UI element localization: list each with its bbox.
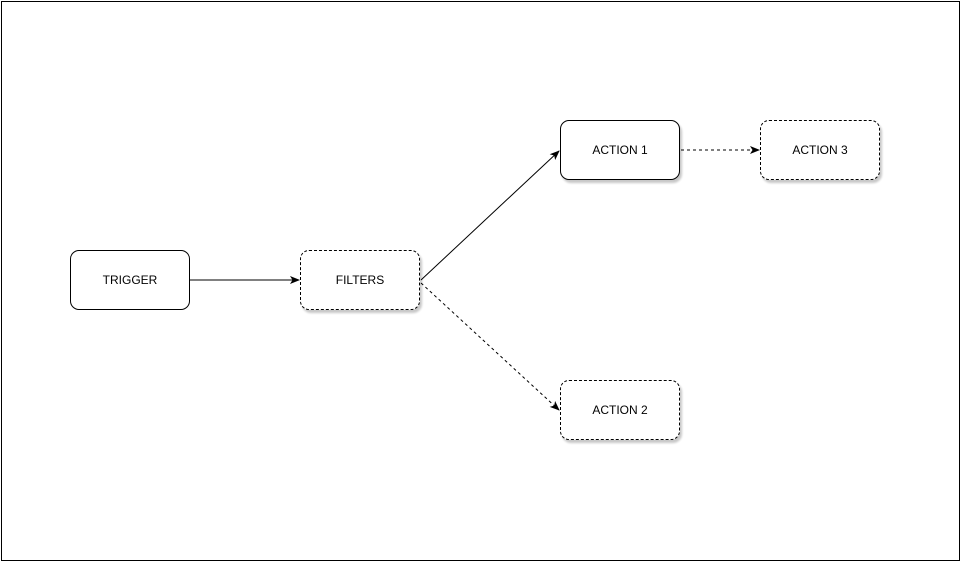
edge-filters-to-action2[interactable] xyxy=(420,282,560,411)
node-trigger[interactable]: TRIGGER xyxy=(70,250,190,310)
node-action-3[interactable]: ACTION 3 xyxy=(760,120,880,180)
node-action-3-label: ACTION 3 xyxy=(792,143,848,157)
edge-filters-to-action1[interactable] xyxy=(420,150,560,281)
node-action-1-label: ACTION 1 xyxy=(592,143,648,157)
node-action-2-label: ACTION 2 xyxy=(592,403,648,417)
node-trigger-label: TRIGGER xyxy=(102,273,158,287)
node-action-2[interactable]: ACTION 2 xyxy=(560,380,680,440)
node-filters-label: FILTERS xyxy=(335,273,385,287)
node-filters[interactable]: FILTERS xyxy=(300,250,420,310)
node-action-1[interactable]: ACTION 1 xyxy=(560,120,680,180)
